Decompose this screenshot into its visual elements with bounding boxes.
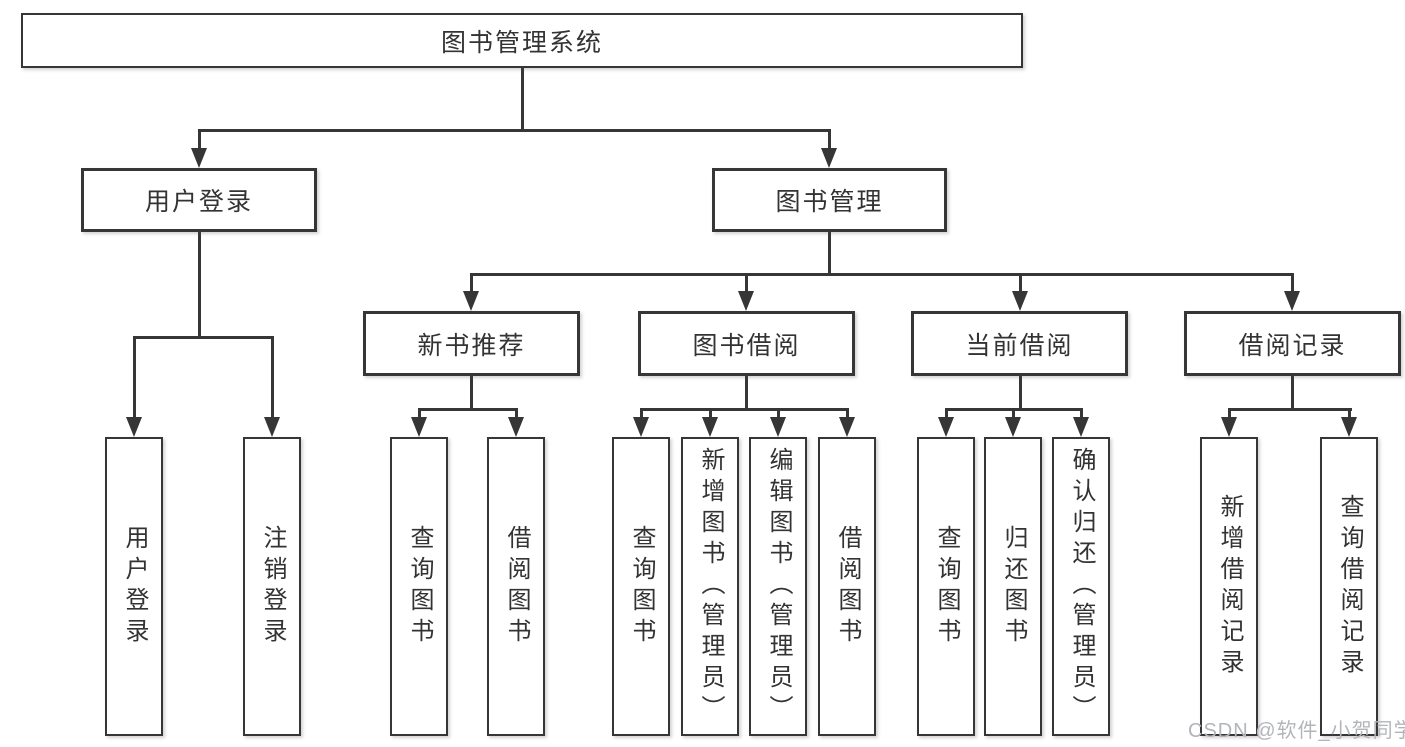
connector-drop (470, 273, 473, 293)
leaf-logout: 注销登录 (243, 437, 301, 736)
down-arrow-icon (702, 417, 718, 437)
down-arrow-icon (463, 291, 479, 311)
down-arrow-icon (126, 417, 142, 437)
leaf-add-books-admin: 新增图书（管理员） (681, 437, 739, 736)
connector-branch-level2 (198, 129, 830, 132)
node-current-borrow: 当前借阅 (911, 311, 1128, 376)
leaf-query-books-current: 查询图书 (917, 437, 975, 736)
down-arrow-icon (938, 417, 954, 437)
leaf-borrow-books: 借阅图书 (818, 437, 876, 736)
connector-branch-book-borrow (640, 408, 849, 411)
leaf-query-borrow-record: 查询借阅记录 (1320, 437, 1378, 736)
connector-drop (133, 336, 136, 419)
node-label: 图书借阅 (692, 331, 801, 360)
leaf-confirm-return-admin: 确认归还（管理员） (1052, 437, 1110, 736)
connector-stem-user-login (198, 232, 201, 339)
connector-stem-current-borrow (1019, 376, 1022, 411)
down-arrow-icon (1341, 417, 1357, 437)
node-label: 归还图书 (1000, 524, 1027, 649)
down-arrow-icon (411, 417, 427, 437)
down-arrow-icon (1221, 417, 1237, 437)
node-library-management-system: 图书管理系统 (21, 13, 1023, 68)
connector-stem-book-management (828, 232, 831, 276)
down-arrow-icon (508, 417, 524, 437)
connector-drop (828, 129, 831, 151)
connector-branch-borrow-records (1228, 408, 1352, 411)
connector-drop (945, 408, 948, 419)
node-borrow-records: 借阅记录 (1184, 311, 1401, 376)
node-label: 用户登录 (121, 524, 148, 649)
node-label: 借阅图书 (834, 524, 861, 649)
leaf-user-login: 用户登录 (105, 437, 163, 736)
node-label: 新增借阅记录 (1216, 493, 1243, 680)
connector-branch-new-book-recommend (418, 408, 518, 411)
connector-stem-root (521, 68, 524, 132)
connector-drop (640, 408, 643, 419)
node-label: 借阅图书 (503, 524, 530, 649)
down-arrow-icon (839, 417, 855, 437)
node-new-book-recommend: 新书推荐 (363, 311, 580, 376)
connector-branch-book-management (470, 273, 1294, 276)
connector-drop (515, 408, 518, 419)
node-label: 当前借阅 (965, 331, 1074, 360)
leaf-borrow-books-recommend: 借阅图书 (487, 437, 545, 736)
leaf-query-books-borrow: 查询图书 (612, 437, 670, 736)
down-arrow-icon (1012, 291, 1028, 311)
node-label: 查询图书 (406, 524, 433, 649)
leaf-add-borrow-record: 新增借阅记录 (1200, 437, 1258, 736)
down-arrow-icon (821, 148, 837, 168)
connector-drop (1228, 408, 1231, 419)
connector-drop (271, 336, 274, 419)
connector-drop (846, 408, 849, 419)
leaf-query-books-recommend: 查询图书 (390, 437, 448, 736)
down-arrow-icon (633, 417, 649, 437)
connector-drop (1291, 273, 1294, 293)
connector-drop (1348, 408, 1351, 419)
node-label: 确认归还（管理员） (1068, 447, 1095, 726)
csdn-watermark: CSDN @软件_小贺同学 (1188, 720, 1405, 742)
node-label: 注销登录 (259, 524, 286, 649)
down-arrow-icon (191, 148, 207, 168)
node-label: 图书管理 (775, 188, 884, 216)
node-label: 新增图书（管理员） (697, 447, 724, 726)
down-arrow-icon (1073, 417, 1089, 437)
connector-drop (709, 408, 712, 419)
down-arrow-icon (770, 417, 786, 437)
node-label: 查询图书 (628, 524, 655, 649)
node-book-borrow: 图书借阅 (638, 311, 855, 376)
node-label: 查询借阅记录 (1336, 493, 1363, 680)
node-label: 编辑图书（管理员） (765, 447, 792, 726)
connector-drop (418, 408, 421, 419)
leaf-return-books: 归还图书 (984, 437, 1042, 736)
node-label: 图书管理系统 (440, 28, 603, 57)
connector-drop (777, 408, 780, 419)
connector-stem-borrow-records (1291, 376, 1294, 411)
connector-branch-user-login (133, 336, 274, 339)
connector-drop (745, 273, 748, 293)
node-label: 查询图书 (933, 524, 960, 649)
down-arrow-icon (1005, 417, 1021, 437)
connector-stem-book-borrow (745, 376, 748, 411)
connector-drop (1080, 408, 1083, 419)
node-user-login: 用户登录 (81, 168, 317, 232)
connector-drop (1012, 408, 1015, 419)
down-arrow-icon (264, 417, 280, 437)
down-arrow-icon (1284, 291, 1300, 311)
connector-drop (198, 129, 201, 151)
leaf-edit-books-admin: 编辑图书（管理员） (749, 437, 807, 736)
down-arrow-icon (738, 291, 754, 311)
connector-drop (1019, 273, 1022, 293)
node-book-management: 图书管理 (712, 168, 947, 232)
node-label: 用户登录 (144, 188, 253, 216)
node-label: 新书推荐 (417, 331, 526, 360)
node-label: 借阅记录 (1238, 331, 1347, 360)
connector-stem-new-book-recommend (470, 376, 473, 411)
